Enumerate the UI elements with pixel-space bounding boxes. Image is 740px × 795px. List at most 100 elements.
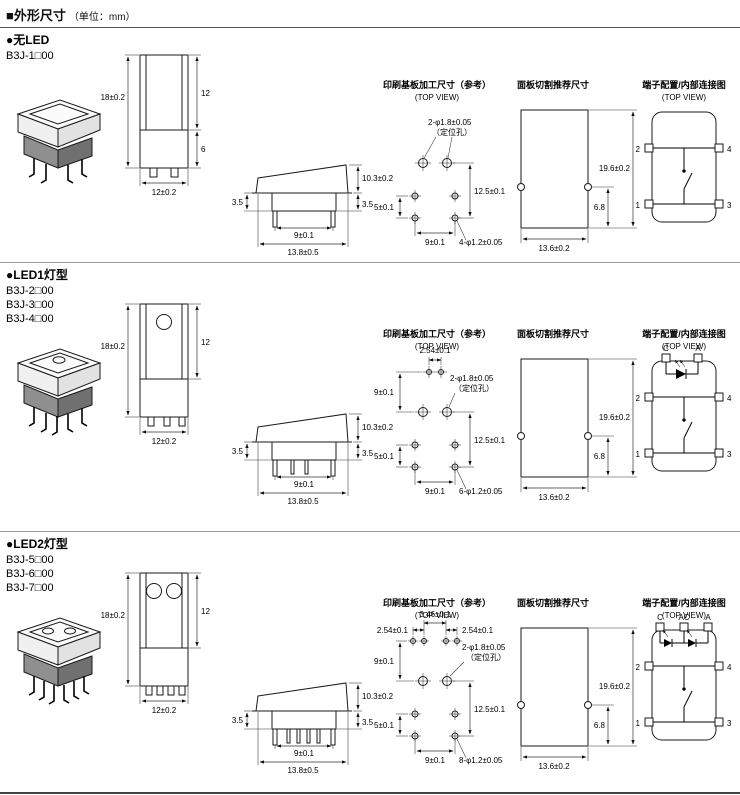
- dim-side-total-width: 13.8±0.5: [287, 497, 319, 506]
- pcb-locating-note: （定位孔）: [454, 383, 494, 393]
- terminal-view: 端子配置/内部连接图 (TOP VIEW) C A 2: [636, 328, 732, 472]
- terminal-top-view-label: (TOP VIEW): [662, 342, 706, 351]
- page-header: ■外形尺寸 （单位：mm）: [0, 0, 740, 28]
- terminal-pin2-label: 2: [636, 394, 641, 403]
- terminal-pin4-label: 4: [727, 394, 732, 403]
- dim-front-width: 12±0.2: [152, 706, 177, 715]
- dim-pcb-row-span: 12.5±0.1: [474, 705, 506, 714]
- front-view: 18±0.2 12 6 12±0.2: [101, 54, 210, 197]
- dim-side-travel: 10.3±0.2: [362, 174, 394, 183]
- model-number: B3J-4□00: [6, 313, 54, 325]
- panel-title: 面板切割推荐尺寸: [517, 597, 589, 608]
- terminal-pin1-label: 1: [636, 201, 641, 210]
- terminal-pin2-label: 2: [636, 663, 641, 672]
- led-diode-symbol: [664, 639, 672, 647]
- terminal-led-c-label: C: [657, 613, 663, 622]
- section-heading: ●无LED: [6, 33, 50, 47]
- terminal-top-view-label: (TOP VIEW): [662, 611, 706, 620]
- dim-pcb-led-drop: 9±0.1: [374, 657, 395, 666]
- section-heading: ●LED1灯型: [6, 267, 68, 282]
- dim-front-width: 12±0.2: [152, 437, 177, 446]
- panel-title: 面板切割推荐尺寸: [517, 79, 589, 90]
- dim-front-height: 18±0.2: [101, 342, 126, 351]
- terminal-pin3-label: 3: [727, 450, 732, 459]
- dim-front-height: 18±0.2: [101, 611, 126, 620]
- dim-front-body: 6: [201, 145, 206, 154]
- dim-side-flange: 3.5: [232, 198, 244, 207]
- dim-pcb-locating: 2-φ1.8±0.05: [462, 643, 506, 652]
- terminal-pin2-label: 2: [636, 145, 641, 154]
- dim-panel-height: 19.6±0.2: [599, 164, 631, 173]
- dim-pcb-led-center: 3.46±0.1: [419, 610, 451, 619]
- pcb-top-view-label: (TOP VIEW): [415, 93, 459, 102]
- terminal-title: 端子配置/内部连接图: [642, 597, 726, 608]
- pcb-locating-note: （定位孔）: [432, 127, 472, 137]
- terminal-pin4-label: 4: [727, 663, 732, 672]
- dim-side-pin-pitch: 9±0.1: [294, 480, 315, 489]
- dim-pcb-row-span: 12.5±0.1: [474, 436, 506, 445]
- panel-title: 面板切割推荐尺寸: [517, 328, 589, 339]
- dim-side-flange: 3.5: [232, 716, 244, 725]
- pcb-title: 印刷基板加工尺寸（参考）: [383, 328, 491, 339]
- drawing-led1: ●LED1灯型 B3J-2□00 B3J-3□00 B3J-4□00: [6, 267, 732, 506]
- dim-panel-notch: 6.8: [594, 203, 606, 212]
- iso-view: [16, 348, 102, 436]
- terminal-pin1-label: 1: [636, 450, 641, 459]
- dim-pcb-locating: 2-φ1.8±0.05: [450, 374, 494, 383]
- side-view: 3.5 10.3±0.2 3.5 9±0.1 13.8±0.5: [232, 413, 394, 506]
- dim-side-base: 3.5: [362, 718, 374, 727]
- dim-side-base: 3.5: [362, 200, 374, 209]
- terminal-led-c-label: C: [663, 344, 669, 353]
- dim-panel-height: 19.6±0.2: [599, 413, 631, 422]
- terminal-pin1-label: 1: [636, 719, 641, 728]
- dim-pcb-col-pitch: 9±0.1: [425, 487, 446, 496]
- terminal-led-ac-label: AC: [678, 613, 689, 622]
- dim-pcb-terminal-holes: 4-φ1.2±0.05: [459, 238, 503, 247]
- dim-side-total-width: 13.8±0.5: [287, 766, 319, 775]
- section-no-led: ●无LED B3J-1□00 18±0.2: [0, 28, 740, 263]
- model-number: B3J-2□00: [6, 285, 54, 297]
- dim-pcb-led-pitch: 2.54±0.1: [419, 346, 451, 355]
- page-title: ■外形尺寸: [6, 8, 66, 23]
- terminal-pin3-label: 3: [727, 719, 732, 728]
- dim-front-width: 12±0.2: [152, 188, 177, 197]
- page-title-unit: （单位：mm）: [68, 12, 136, 23]
- model-number: B3J-1□00: [6, 50, 54, 62]
- drawing-no-led: ●无LED B3J-1□00 18±0.2: [6, 33, 732, 257]
- panel-cutout-view: 面板切割推荐尺寸 19.6±0.2 6.8 13.6±0.2: [517, 79, 637, 253]
- pcb-view: 印刷基板加工尺寸（参考） (TOP VIEW) 3.46±0.1 2.54±0.…: [374, 597, 506, 765]
- dim-panel-width: 13.6±0.2: [538, 762, 570, 771]
- dim-side-pin-pitch: 9±0.1: [294, 231, 315, 240]
- dim-front-cap: 12: [201, 338, 210, 347]
- dim-side-pin-pitch: 9±0.1: [294, 749, 315, 758]
- dim-pcb-led-pitch-left: 2.54±0.1: [377, 626, 409, 635]
- dim-pcb-locating: 2-φ1.8±0.05: [428, 118, 472, 127]
- dim-pcb-row-gap: 5±0.1: [374, 721, 395, 730]
- dim-pcb-row-gap: 5±0.1: [374, 452, 395, 461]
- dim-side-travel: 10.3±0.2: [362, 692, 394, 701]
- terminal-pin3-label: 3: [727, 201, 732, 210]
- panel-cutout-view: 面板切割推荐尺寸 19.6±0.2 6.8 13.6±0.2: [517, 597, 637, 771]
- dim-pcb-led-drop: 9±0.1: [374, 388, 395, 397]
- dim-front-cap: 12: [201, 607, 210, 616]
- section-heading: ●LED2灯型: [6, 536, 68, 551]
- pcb-title: 印刷基板加工尺寸（参考）: [383, 597, 491, 608]
- dim-pcb-col-pitch: 9±0.1: [425, 238, 446, 247]
- terminal-view: 端子配置/内部连接图 (TOP VIEW) 2 4 1 3: [636, 79, 732, 223]
- model-number: B3J-6□00: [6, 568, 54, 580]
- dim-pcb-terminal-holes: 6-φ1.2±0.05: [459, 487, 503, 496]
- dim-panel-notch: 6.8: [594, 452, 606, 461]
- dim-side-flange: 3.5: [232, 447, 244, 456]
- front-view: 18±0.2 12 12±0.2: [101, 572, 210, 715]
- section-led1: ●LED1灯型 B3J-2□00 B3J-3□00 B3J-4□00: [0, 263, 740, 532]
- led-diode-symbol: [676, 369, 686, 379]
- dim-pcb-terminal-holes: 8-φ1.2±0.05: [459, 756, 503, 765]
- dim-panel-height: 19.6±0.2: [599, 682, 631, 691]
- dim-panel-width: 13.6±0.2: [538, 493, 570, 502]
- pcb-locating-note: （定位孔）: [466, 652, 506, 662]
- pcb-title: 印刷基板加工尺寸（参考）: [383, 79, 491, 90]
- dim-panel-width: 13.6±0.2: [538, 244, 570, 253]
- terminal-led-a-label: A: [695, 344, 701, 353]
- section-led2: ●LED2灯型 B3J-5□00 B3J-6□00 B3J-7□00: [0, 532, 740, 794]
